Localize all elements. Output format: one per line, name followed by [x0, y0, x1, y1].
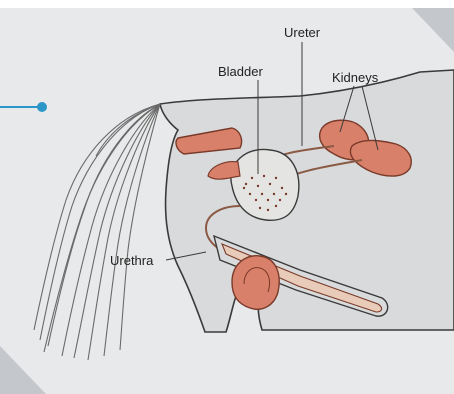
- label-kidneys: Kidneys: [332, 70, 379, 85]
- testis: [232, 256, 279, 309]
- pointer-dot: [37, 102, 47, 112]
- label-urethra: Urethra: [110, 253, 154, 268]
- label-bladder: Bladder: [218, 64, 263, 79]
- label-ureter: Ureter: [284, 25, 321, 40]
